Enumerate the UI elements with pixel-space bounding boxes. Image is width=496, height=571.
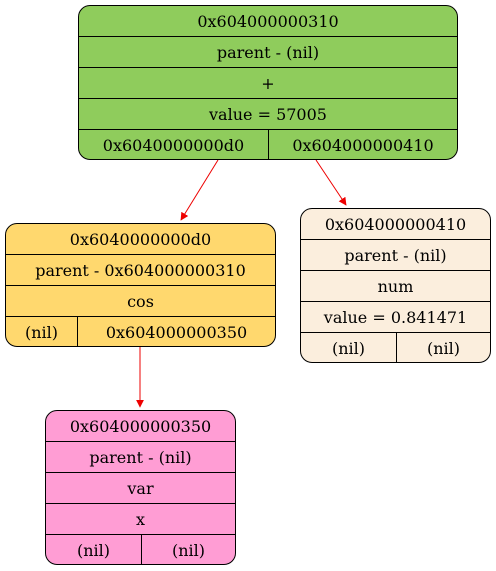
node-op: cos: [6, 286, 275, 317]
node-children: (nil) 0x604000000350: [6, 317, 275, 346]
node-value: value = 57005: [79, 99, 457, 130]
node-parent: parent - (nil): [301, 240, 490, 271]
node-0x604000000350: 0x604000000350 parent - (nil) var x (nil…: [45, 410, 236, 565]
node-right-child: (nil): [396, 333, 490, 362]
node-left-child: (nil): [331, 339, 366, 358]
node-op: var: [46, 473, 235, 504]
node-parent: parent - (nil): [79, 37, 457, 68]
node-parent: parent - 0x604000000310: [6, 255, 275, 286]
node-left-child: 0x6040000000d0: [102, 136, 245, 155]
edge-310-to-410: [315, 159, 347, 206]
node-0x6040000000d0: 0x6040000000d0 parent - 0x604000000310 c…: [5, 223, 276, 347]
node-op: num: [301, 271, 490, 302]
node-left-child: (nil): [24, 323, 59, 342]
node-op: +: [79, 68, 457, 99]
node-right-child: 0x604000000410: [268, 130, 457, 159]
node-address: 0x604000000310: [79, 6, 457, 37]
edge-310-to-0d0: [180, 159, 219, 221]
node-children: (nil) (nil): [46, 535, 235, 564]
node-left-child: (nil): [76, 541, 111, 560]
node-right-child: 0x604000000350: [77, 317, 275, 346]
node-right-child: (nil): [141, 535, 235, 564]
node-parent: parent - (nil): [46, 442, 235, 473]
node-children: (nil) (nil): [301, 333, 490, 362]
node-value: value = 0.841471: [301, 302, 490, 333]
node-0x604000000310: 0x604000000310 parent - (nil) + value = …: [78, 5, 458, 160]
node-children: 0x6040000000d0 0x604000000410: [79, 130, 457, 159]
node-address: 0x604000000350: [46, 411, 235, 442]
node-0x604000000410: 0x604000000410 parent - (nil) num value …: [300, 208, 491, 363]
node-address: 0x604000000410: [301, 209, 490, 240]
node-value: x: [46, 504, 235, 535]
node-address: 0x6040000000d0: [6, 224, 275, 255]
